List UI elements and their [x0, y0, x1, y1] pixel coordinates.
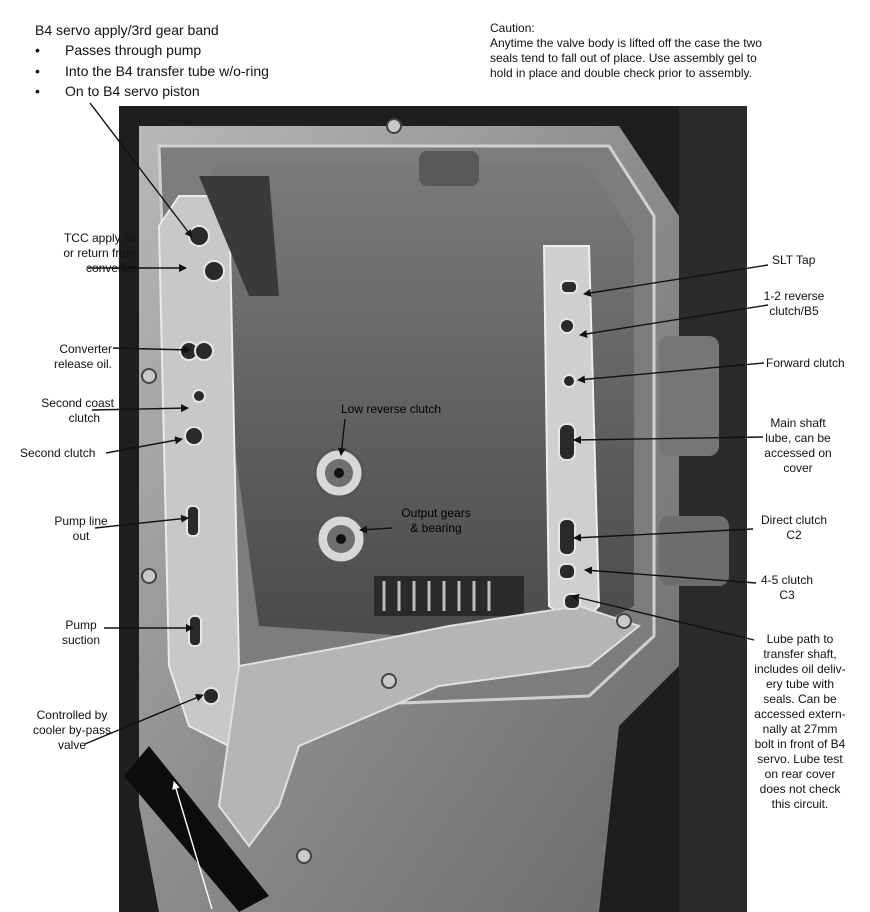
bullet-item: Into the B4 transfer tube w/o-ring [33, 61, 269, 82]
label-slt-tap: SLT Tap [772, 253, 815, 268]
label-line: nally at 27mm [762, 722, 838, 736]
label-main-shaft-lube: Main shaft lube, can be accessed on cove… [754, 416, 842, 476]
label-line: cooler by-pass [32, 723, 112, 737]
caution-line: Anytime the valve body is lifted off the… [490, 36, 762, 50]
transmission-case-photo [119, 106, 747, 912]
label-line: Second clutch [20, 446, 96, 460]
label-output-gears: Output gears & bearing [393, 506, 479, 536]
label-line: 4-5 clutch [760, 573, 814, 587]
label-pump-line-out: Pump line out [50, 514, 112, 544]
bullet-list: Passes through pump Into the B4 transfer… [33, 40, 269, 102]
label-line: includes oil deliv- [754, 662, 846, 676]
label-line: valve [57, 738, 86, 752]
label-reverse-clutch-b5: 1-2 reverse clutch/B5 [752, 289, 836, 319]
label-line: seals. Can be [763, 692, 837, 706]
label-line: clutch [68, 411, 100, 425]
label-line: converter [85, 261, 136, 275]
label-cooler-bypass: Controlled by cooler by-pass valve [27, 708, 117, 753]
label-line: clutch/B5 [769, 304, 819, 318]
label-tcc-apply: TCC apply oil or return from converter [20, 231, 136, 276]
label-line: suction [61, 633, 101, 647]
label-line: Pump [65, 618, 97, 632]
label-line: lube, can be [765, 431, 831, 445]
label-line: Forward clutch [766, 356, 845, 370]
label-line: bolt in front of B4 [754, 737, 846, 751]
figure-title: B4 servo apply/3rd gear band [35, 22, 219, 38]
label-line: this circuit. [771, 797, 829, 811]
label-lube-path: Lube path to transfer shaft, includes oi… [746, 632, 854, 812]
label-line: & bearing [410, 521, 462, 535]
label-line: servo. Lube test [757, 752, 843, 766]
caution-line: hold in place and double check prior to … [490, 66, 752, 80]
label-forward-clutch: Forward clutch [766, 356, 845, 371]
label-line: on rear cover [764, 767, 836, 781]
label-line: transfer shaft, [763, 647, 837, 661]
label-line: Output gears [401, 506, 471, 520]
label-second-clutch: Second clutch [20, 446, 95, 461]
label-line: 1-2 reverse [763, 289, 825, 303]
label-line: does not check [759, 782, 841, 796]
label-line: C3 [779, 588, 795, 602]
label-line: C2 [786, 528, 802, 542]
label-line: Direct clutch [760, 513, 828, 527]
label-line: ery tube with [765, 677, 835, 691]
label-line: out [72, 529, 90, 543]
caution-note: Caution: Anytime the valve body is lifte… [490, 21, 762, 81]
label-line: accessed extern- [754, 707, 846, 721]
bullet-item: Passes through pump [33, 40, 269, 61]
label-direct-clutch-c2: Direct clutch C2 [754, 513, 834, 543]
label-line: SLT Tap [772, 253, 816, 267]
bullet-item: On to B4 servo piston [33, 81, 269, 102]
label-line: Pump line [54, 514, 108, 528]
caution-line: seals tend to fall out of place. Use ass… [490, 51, 757, 65]
label-line: TCC apply oil [63, 231, 136, 245]
label-second-coast-clutch: Second coast clutch [20, 396, 114, 426]
label-line: Lube path to [766, 632, 834, 646]
label-line: Converter [59, 342, 112, 356]
label-line: cover [783, 461, 813, 475]
label-line: accessed on [764, 446, 832, 460]
label-line: Main shaft [770, 416, 826, 430]
label-line: release oil. [53, 357, 112, 371]
label-line: Second coast [41, 396, 114, 410]
label-c3-clutch: 4-5 clutch C3 [752, 573, 822, 603]
label-low-reverse-clutch: Low reverse clutch [341, 402, 442, 416]
label-line: or return from [63, 246, 136, 260]
label-pump-suction: Pump suction [56, 618, 106, 648]
label-converter-release: Converter release oil. [20, 342, 112, 372]
caution-heading: Caution: [490, 21, 535, 35]
label-line: Controlled by [36, 708, 108, 722]
